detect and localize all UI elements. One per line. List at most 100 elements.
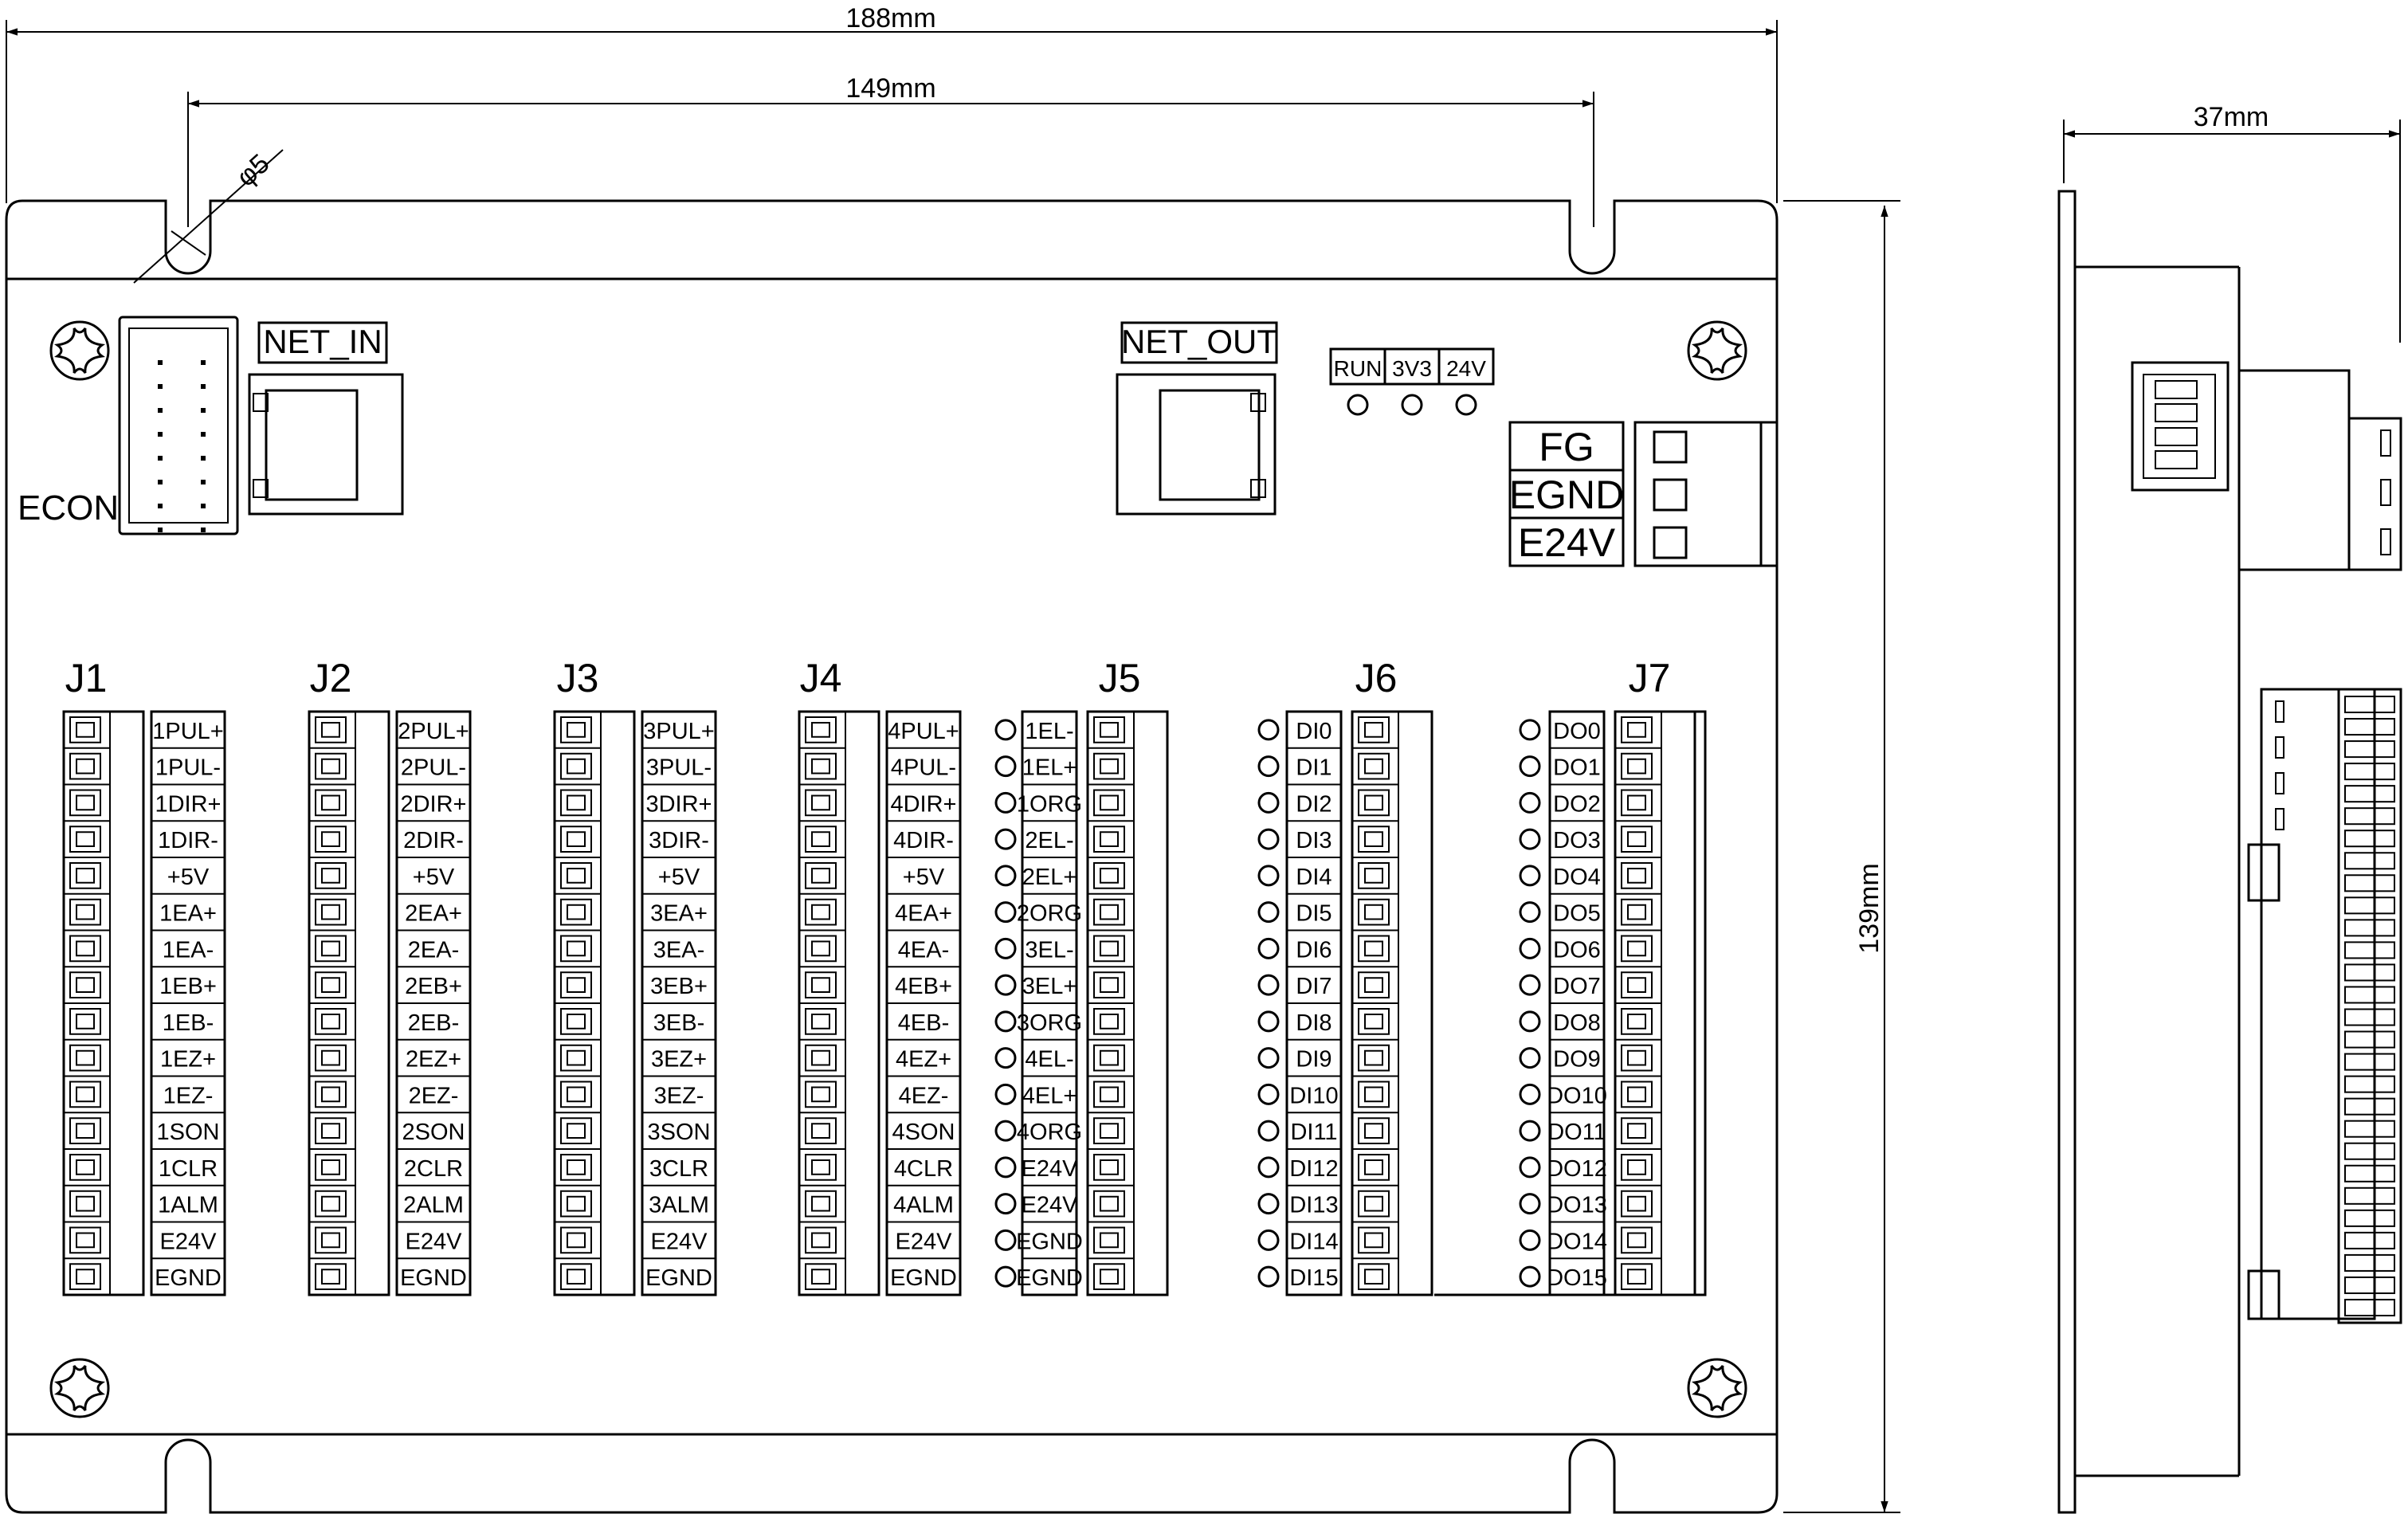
terminal-pin-label: 3DIR-: [649, 828, 709, 853]
terminal-pin-label: 1SON: [157, 1120, 220, 1145]
terminal-pin-label: 1DIR+: [155, 791, 221, 817]
terminal-screw-icon: [560, 789, 592, 817]
terminal-screw-icon: [1621, 1263, 1653, 1290]
pin-led-icon: [994, 865, 1017, 887]
econ-pin: [158, 360, 163, 365]
terminal-pin-label: DO5: [1553, 901, 1601, 927]
side-terminal-tooth: [2344, 963, 2395, 982]
terminal-screw-icon: [1358, 1081, 1390, 1108]
terminal-pin-label: 2ALM: [403, 1193, 464, 1218]
terminal-pin-label: DO7: [1553, 974, 1601, 999]
terminal-pin-label: EGND: [400, 1265, 467, 1291]
terminal-pin-label: 4ALM: [893, 1193, 954, 1218]
terminal-pin-label: 3EA-: [653, 937, 704, 963]
terminal-pin-label: DO3: [1553, 828, 1601, 853]
econ-pin: [158, 384, 163, 389]
side-terminal-tooth: [2344, 1186, 2395, 1205]
terminal-pin-label: 1PUL-: [155, 755, 221, 781]
terminal-pin-label: 1CLR: [159, 1156, 218, 1182]
terminal-pin-label: 1DIR-: [158, 828, 218, 853]
dimension-hole-spacing: 149mm: [187, 73, 1594, 227]
terminal-pin-label: DO4: [1553, 865, 1601, 890]
pin-led-icon: [1257, 1265, 1280, 1288]
terminal-screw-icon: [69, 971, 101, 998]
side-terminal-tooth: [2344, 718, 2395, 736]
pin-led-icon: [1519, 937, 1541, 959]
terminal-pin-label: 3SON: [648, 1120, 711, 1145]
terminal-screw-icon: [560, 898, 592, 926]
terminal-screw-icon: [69, 1263, 101, 1290]
pin-led-icon: [994, 1229, 1017, 1251]
terminal-screw-icon: [805, 1081, 837, 1108]
terminal-pin-label: 1ALM: [158, 1193, 218, 1218]
terminal-pin-label: DI4: [1296, 865, 1331, 890]
terminal-screw-icon: [805, 898, 837, 926]
net-out-label: NET_OUT: [1121, 323, 1277, 360]
terminal-screw-icon: [1358, 935, 1390, 963]
terminal-block-name: J5: [1099, 656, 1141, 700]
terminal-screw-icon: [1093, 1044, 1125, 1072]
power-e24v-label: E24V: [1518, 520, 1616, 565]
side-terminal-tooth: [2344, 1209, 2395, 1227]
terminal-pin-label: DI9: [1296, 1047, 1331, 1073]
terminal-pin-label: E24V: [1022, 1156, 1079, 1182]
terminal-pin-label: EGND: [645, 1265, 712, 1291]
terminal-screw-icon: [805, 935, 837, 963]
econ-pin: [158, 528, 163, 532]
terminal-pin-label: 4EZ-: [899, 1083, 949, 1108]
pin-led-icon: [1257, 719, 1280, 741]
terminal-screw-icon: [315, 898, 347, 926]
terminal-pin-label: EGND: [155, 1265, 222, 1291]
pin-led-icon: [1519, 1120, 1541, 1142]
terminal-screw-icon: [1621, 1044, 1653, 1072]
terminal-pin-label: 2EZ-: [409, 1083, 459, 1108]
side-terminal-tooth: [2344, 763, 2395, 781]
terminal-screw-icon: [69, 716, 101, 743]
terminal-screw-icon: [1621, 826, 1653, 853]
status-indicators: RUN 3V3 24V: [1329, 347, 1495, 416]
pin-led-icon: [994, 1010, 1017, 1033]
terminal-screw-icon: [1093, 898, 1125, 926]
terminal-screw-icon: [1093, 752, 1125, 780]
terminal-screw-icon: [1621, 971, 1653, 998]
terminal-screw-icon: [1358, 789, 1390, 817]
terminal-screw-icon: [1093, 1263, 1125, 1290]
pin-led-icon: [1257, 901, 1280, 924]
terminal-screw-icon: [315, 971, 347, 998]
dimension-hole-spacing-label: 149mm: [845, 73, 935, 104]
terminal-pin-label: +5V: [167, 865, 210, 890]
terminal-screw-icon: [69, 1190, 101, 1218]
terminal-screw-icon: [315, 1117, 347, 1144]
terminal-pin-label: DO12: [1547, 1156, 1607, 1182]
side-terminal-tooth: [2344, 785, 2395, 803]
side-terminal-tooth: [2344, 1298, 2395, 1316]
pin-led-icon: [1257, 1120, 1280, 1142]
terminal-screw-icon: [315, 1081, 347, 1108]
terminal-screw-icon: [805, 862, 837, 889]
terminal-screw-icon: [805, 1117, 837, 1144]
side-terminal-tooth: [2344, 696, 2395, 714]
terminal-pin-label: 2EA-: [408, 937, 459, 963]
terminal-screw-icon: [560, 1008, 592, 1035]
side-terminal-tooth: [2344, 1075, 2395, 1093]
terminal-screw-icon: [560, 716, 592, 743]
terminal-screw-icon: [69, 898, 101, 926]
terminal-screw-icon: [805, 716, 837, 743]
terminal-pin-label: 3PUL-: [646, 755, 712, 781]
led-3v3-icon: [1401, 394, 1423, 416]
terminal-pin-label: DI11: [1290, 1120, 1337, 1145]
side-terminal-tooth: [2344, 941, 2395, 959]
pin-led-icon: [1519, 1083, 1541, 1105]
terminal-screw-icon: [805, 752, 837, 780]
terminal-screw-icon: [315, 752, 347, 780]
terminal-pin-label: DO2: [1553, 791, 1601, 817]
terminal-block-name: J7: [1629, 656, 1671, 700]
terminal-screw-icon: [1093, 826, 1125, 853]
econ-pin: [158, 504, 163, 508]
terminal-pin-label: 1EL-: [1025, 719, 1073, 744]
econ-connector: ECON: [18, 316, 239, 535]
terminal-pin-label: 2DIR-: [403, 828, 464, 853]
pin-led-icon: [994, 828, 1017, 850]
terminal-pin-label: E24V: [651, 1229, 708, 1254]
